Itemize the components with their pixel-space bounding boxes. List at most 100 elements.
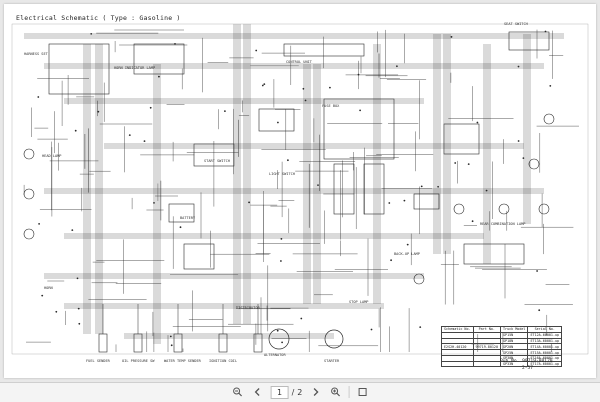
label-start-switch: START SWITCH [204,159,230,163]
junction-dot [450,36,453,38]
component-box [258,108,295,132]
starter-symbol [324,329,344,349]
lamp-symbol [543,113,555,125]
sensor [253,333,263,353]
component-box [363,163,385,215]
junction-dot [317,184,319,187]
junction-dot [248,201,251,204]
junction-dot [77,307,80,310]
table-row: GP30N ET16A-60001-up [441,354,563,362]
junction-dot [128,134,131,137]
junction-dot [174,43,176,45]
component-box [323,98,395,160]
junction-dot [287,159,289,162]
sensor [173,333,183,353]
schematic-title: Electrical Schematic ( Type : Gasoline ) [16,14,181,22]
junction-dot [37,96,40,98]
junction-dot [76,277,79,280]
sensor [133,333,143,353]
junction-dot [476,121,479,124]
lamp-symbol [538,203,550,215]
lamp-symbol [23,188,35,200]
col-serial: Serial No. [527,326,563,333]
junction-dot [329,86,331,89]
component-box [463,243,525,265]
junction-dot [277,121,279,124]
component-box [413,193,440,210]
label-oil-pressure: OIL PRESSURE SW [122,359,155,363]
alternator-symbol [268,328,290,350]
junction-dot [261,84,264,87]
current-page-input[interactable]: 1 [270,385,289,399]
table-row: GP15N ET12A-60001-up [441,331,563,339]
junction-dot [471,220,474,223]
junction-dot [419,326,422,328]
model-table-header: Schematic No. Part No. Truck Model Seria… [441,326,563,333]
schematic-drawing [11,23,589,355]
junction-dot [403,199,406,202]
label-ignition-coil: IGNITION COIL [209,359,238,363]
component-box [443,123,480,155]
fit-page-icon [358,388,367,396]
label-backup-lamp: BACK-UP LAMP [394,252,420,256]
lamp-symbol [413,273,425,285]
label-ecm: CONTROL UNIT [286,60,312,64]
zoom-out-icon [233,387,243,397]
junction-dot [280,238,283,240]
junction-dot [97,110,100,113]
junction-dot [370,328,373,331]
junction-dot [549,85,552,87]
junction-dot [170,344,173,347]
label-horn-indicator: HORN INDICATOR LAMP [114,66,156,70]
zoom-in-button[interactable] [328,385,342,399]
publication-number: Pub.No. 99719-80120 [500,359,553,364]
junction-dot [169,335,172,338]
junction-dot [304,99,307,102]
toolbar-divider [348,386,350,398]
junction-dot [263,83,266,85]
label-starter: STARTER [324,359,340,363]
label-head-lamp: HEAD LAMP [42,154,62,158]
component-box [333,163,355,215]
junction-dot [41,294,44,297]
junction-dot [143,140,146,143]
junction-dot [357,73,360,76]
zoom-out-button[interactable] [231,385,245,399]
label-rear-combination: REAR COMBINATION LAMP [480,222,526,226]
toolbar-controls: 1 / 2 [231,385,370,399]
prev-page-button[interactable] [251,385,265,399]
label-fuse: FUSE BOX [322,104,340,108]
junction-dot [280,260,282,262]
junction-dot [390,259,392,262]
table-row: GP18N ET13A-60001-up [441,337,563,345]
page-separator: / [291,387,295,397]
junction-dot [420,185,423,188]
junction-dot [437,185,439,188]
lamp-symbol [528,158,540,170]
junction-dot [454,162,457,164]
lamp-symbol [23,228,35,240]
component-box [193,143,235,167]
label-seat-switch: SEAT SWITCH [504,22,528,26]
junction-dot [78,322,81,325]
junction-dot [153,202,155,204]
sensor [218,333,228,353]
lamp-symbol [23,148,35,160]
next-page-button[interactable] [308,385,322,399]
junction-dot [149,106,152,109]
component-box [133,43,185,75]
junction-dot [359,109,361,112]
junction-dot [224,110,226,112]
junction-dot [74,129,77,132]
label-water-temp: WATER TEMP SENDER [164,359,201,363]
chevron-left-icon [254,388,260,396]
junction-dot [485,189,488,192]
sensor [98,333,108,353]
lamp-symbol [498,203,510,215]
fit-page-button[interactable] [355,385,369,399]
junction-dot [276,329,279,332]
junction-dot [300,317,303,320]
frame [11,23,589,355]
table-row: GP33N ET17A-60001-up [441,360,563,368]
junction-dot [38,223,40,225]
